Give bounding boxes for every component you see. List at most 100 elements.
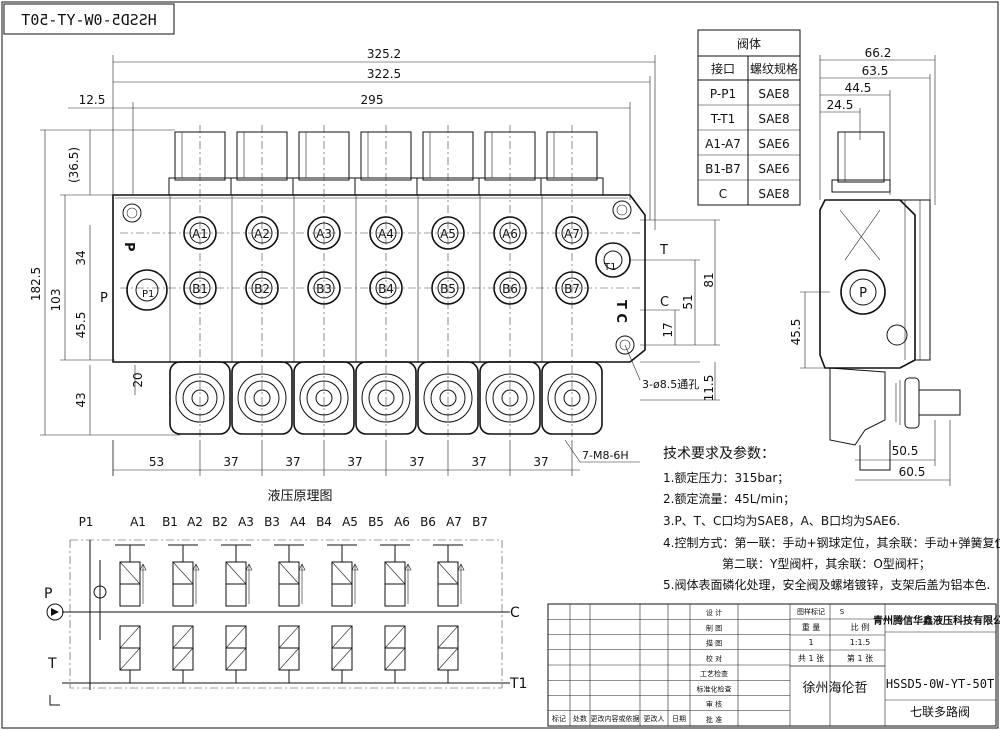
tb-product: 七联多路阀	[910, 704, 970, 719]
port-b-label: B4	[378, 282, 394, 296]
port-c-label: C	[660, 295, 669, 310]
side-dim-60-5: 60.5	[899, 465, 926, 479]
schematic-top-label: A6	[394, 515, 410, 529]
side-dim-50-5: 50.5	[892, 444, 919, 458]
tb-qty: 1	[808, 638, 813, 647]
tb-footer-label: 标记	[552, 714, 566, 723]
port-table-header-thread: 螺纹规格	[750, 61, 798, 76]
spool-cap	[298, 131, 350, 181]
tb-col-a: 图样标记	[797, 607, 825, 616]
tech-line-1: 1.额定压力：315bar；	[663, 470, 789, 485]
tb-row-label: 描 图	[706, 639, 722, 648]
port-table-thread: SAE8	[758, 187, 789, 201]
tb-sheets-a: 共 1 张	[798, 654, 824, 663]
lever-housing	[231, 361, 293, 435]
dim-51: 51	[681, 294, 695, 309]
schematic-c: C	[510, 605, 520, 621]
tech-line-2: 2.额定流量：45L/min；	[663, 491, 795, 506]
tb-footer-label: 更改人	[644, 714, 665, 723]
schematic-p: P	[44, 586, 52, 602]
tech-line-4: 4.控制方式：第一联：手动+钢球定位，其余联：手动+弹簧复位；	[663, 535, 1000, 550]
tb-company: 青州腾信华鑫液压科技有限公司	[873, 614, 1000, 627]
port-p-label: P	[121, 242, 136, 252]
port-b-label: B5	[440, 282, 456, 296]
lever-housings	[169, 195, 603, 435]
port-b-label: B6	[502, 282, 518, 296]
dim-295: 295	[361, 93, 384, 107]
dim-325-2: 325.2	[367, 47, 401, 61]
dim-103: 103	[49, 289, 63, 312]
tb-col-a-val: S	[840, 608, 845, 616]
schematic-top-label: A7	[446, 515, 462, 529]
bottom-dim-label: 37	[471, 455, 486, 469]
side-dim-66-2: 66.2	[865, 46, 892, 60]
bottom-dim-label: 37	[533, 455, 548, 469]
schematic-top-label: B2	[212, 515, 228, 529]
thread-callout: 7-M8-6H	[582, 449, 629, 462]
port-a-label: A1	[192, 227, 208, 241]
tb-footer-label: 更改内容或依据	[591, 714, 640, 723]
port-p-side-label: P	[100, 291, 108, 306]
tb-row-label: 设 计	[706, 608, 722, 617]
dim-17: 17	[661, 322, 675, 337]
bottom-dim-label: 53	[149, 455, 164, 469]
port-table-thread: SAE6	[758, 137, 789, 151]
dim-45-5: 45.5	[74, 312, 88, 339]
bottom-dim-label: 37	[409, 455, 424, 469]
bottom-dim-label: 37	[347, 455, 362, 469]
port-b-label: B2	[254, 282, 270, 296]
bottom-dim-label: 37	[285, 455, 300, 469]
tech-line-3: 3.P、T、C口均为SAE8，A、B口均为SAE6.	[663, 514, 900, 528]
schematic-top-label: A2	[187, 515, 203, 529]
schematic-top-label: B7	[472, 515, 488, 529]
dim-11-5: 11.5	[702, 375, 716, 402]
tb-scale: 1:1.5	[850, 638, 871, 647]
port-t-label: T	[659, 243, 668, 258]
dim-20: 20	[131, 372, 145, 387]
lever-housing	[355, 361, 417, 435]
spool-cap	[546, 131, 598, 181]
tb-drawing-no: HSSD5-0W-YT-50T	[886, 677, 994, 691]
dim-12-5: 12.5	[79, 93, 106, 107]
dim-182-5: 182.5	[29, 267, 43, 301]
spool-cap	[422, 131, 474, 181]
side-dim-44-5: 44.5	[845, 81, 872, 95]
port-a-label: A4	[378, 227, 394, 241]
mirrored-stamp: HSSD5-0W-YT-50T	[3, 3, 175, 35]
side-view: 66.2 63.5 44.5 24.5 P 45.5 50.5	[789, 46, 961, 486]
port-a-label: A5	[440, 227, 456, 241]
port-table-port: C	[719, 187, 727, 201]
side-dim-24-5: 24.5	[827, 98, 854, 112]
port-table-header-port: 接口	[711, 61, 735, 76]
port-table-port: B1-B7	[705, 162, 741, 176]
spool-cap	[174, 131, 226, 181]
dim-43: 43	[74, 392, 88, 407]
tb-row-label: 工艺检查	[700, 669, 728, 678]
schematic-top-label: B1	[162, 515, 178, 529]
schematic-top-label: B3	[264, 515, 280, 529]
dim-81: 81	[702, 272, 716, 287]
spool-cap	[236, 131, 288, 181]
port-b-label: B1	[192, 282, 208, 296]
port-table-port: A1-A7	[705, 137, 741, 151]
hole-callout: 3-ø8.5通孔	[642, 378, 699, 391]
lever-housing	[541, 361, 603, 435]
side-dim-45-5: 45.5	[789, 319, 803, 346]
spool-caps	[168, 125, 604, 440]
lever-housing	[417, 361, 479, 435]
tb-row-label: 制 图	[706, 623, 722, 632]
tech-line-6: 5.阀体表面磷化处理，安全阀及螺堵镀锌，支架后盖为铝本色.	[663, 577, 990, 592]
port-a-label: A7	[564, 227, 580, 241]
tb-row-label: 标准化检查	[697, 684, 732, 693]
schematic-top-label: A4	[290, 515, 306, 529]
tech-title: 技术要求及参数：	[663, 445, 775, 462]
lever-housing	[479, 361, 541, 435]
front-view: 325.2 322.5 295 12.5 (36.5) 182.5 103 34…	[29, 47, 720, 476]
